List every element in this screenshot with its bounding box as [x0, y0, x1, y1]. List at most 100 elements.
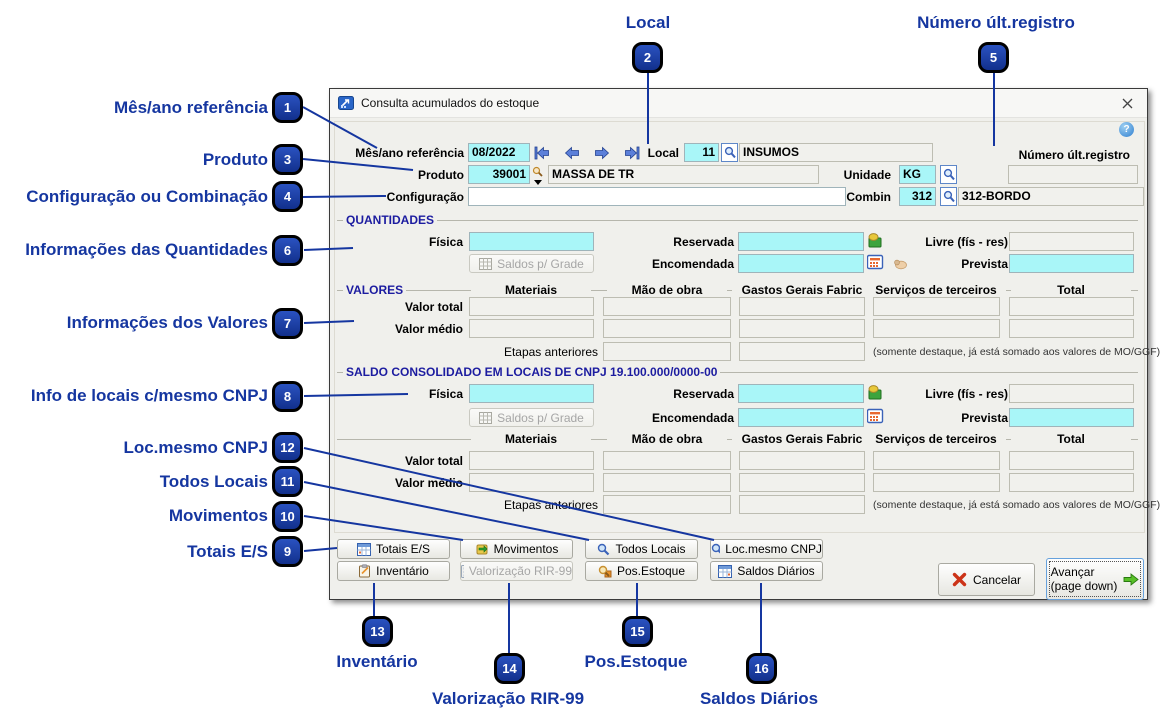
- valor-cell: [603, 473, 731, 492]
- gold-magnifier-icon: [598, 565, 612, 577]
- close-icon: [1122, 98, 1132, 109]
- valor-cell: [603, 319, 731, 338]
- valor-cell: [603, 342, 731, 361]
- unidade-field[interactable]: KG: [899, 165, 936, 184]
- col-total: Total: [1011, 433, 1131, 446]
- hand-icon: [894, 259, 907, 270]
- valores-note: (somente destaque, já está somado aos va…: [873, 346, 1161, 358]
- combin-code-field[interactable]: 312: [899, 187, 936, 206]
- saldos-grade-button: Saldos p/ Grade: [469, 254, 594, 273]
- mes-ano-label: Mês/ano referência: [355, 146, 464, 160]
- quantidades-group-label: QUANTIDADES: [343, 214, 438, 227]
- callout-label-1: Mês/ano referência: [113, 98, 268, 117]
- nav-next-button[interactable]: [594, 146, 610, 160]
- window-title: Consulta acumulados do estoque: [361, 96, 540, 110]
- valor-total-label: Valor total: [404, 300, 463, 314]
- prevista-label: Prevista: [961, 257, 1008, 271]
- callout-label-7: Informações dos Valores: [66, 313, 268, 332]
- prevista-consolidado-field[interactable]: [1009, 408, 1134, 427]
- valor-cell: [873, 473, 1000, 492]
- valorizacao-rir99-button: Valorização RIR-99: [460, 561, 573, 581]
- valor-cell: [739, 319, 865, 338]
- group-line: [337, 372, 1138, 373]
- valor-cell: [739, 297, 865, 316]
- loc-mesmo-cnpj-button[interactable]: Loc.mesmo CNPJ: [710, 539, 823, 559]
- calculator-icon: [867, 408, 884, 424]
- col-materiais: Materiais: [471, 433, 591, 446]
- combin-lookup-button[interactable]: [940, 187, 957, 206]
- valor-cell: [603, 451, 731, 470]
- produto-lookup-icon[interactable]: [532, 166, 544, 178]
- callout-badge-8: 8: [272, 381, 303, 412]
- group-line: [337, 220, 1138, 221]
- fisica-consolidado-field[interactable]: [469, 384, 594, 403]
- magnifier-icon: [724, 146, 736, 159]
- etapas-anteriores-label: Etapas anteriores: [503, 345, 598, 359]
- callout-badge-13: 13: [362, 616, 393, 647]
- reservada-field[interactable]: [738, 232, 864, 251]
- valor-total-label: Valor total: [404, 454, 463, 468]
- nav-first-button[interactable]: [534, 146, 550, 160]
- callout-label-2: Local: [625, 13, 671, 32]
- table-icon: [356, 542, 371, 556]
- callout-badge-11: 11: [272, 466, 303, 497]
- valor-cell: [873, 451, 1000, 470]
- nav-previous-button[interactable]: [564, 146, 580, 160]
- magnifier-icon: [943, 190, 955, 203]
- callout-label-15: Pos.Estoque: [584, 652, 688, 671]
- inventario-button[interactable]: Inventário: [337, 561, 450, 581]
- movimentos-button[interactable]: Movimentos: [460, 539, 573, 559]
- callout-label-16: Saldos Diários: [699, 689, 819, 708]
- num-ult-registro-label: Número últ.registro: [1018, 148, 1130, 162]
- callout-badge-12: 12: [272, 432, 303, 463]
- valor-cell: [469, 451, 594, 470]
- col-gastos-gerais: Gastos Gerais Fabric: [732, 433, 872, 446]
- pos-estoque-button[interactable]: Pos.Estoque: [585, 561, 698, 581]
- callout-label-9: Totais E/S: [187, 542, 268, 561]
- grid-icon: [479, 257, 493, 270]
- valor-cell: [469, 319, 594, 338]
- prevista-field[interactable]: [1009, 254, 1134, 273]
- nav-last-button[interactable]: [624, 146, 640, 160]
- produto-code-field[interactable]: 39001: [468, 165, 530, 184]
- unidade-lookup-button[interactable]: [940, 165, 957, 184]
- valor-cell: [469, 473, 594, 492]
- callout-label-11: Todos Locais: [159, 472, 268, 491]
- valor-medio-label: Valor médio: [394, 322, 463, 336]
- callout-badge-6: 6: [272, 235, 303, 266]
- magnifier-icon: [943, 168, 955, 181]
- help-icon[interactable]: ?: [1119, 122, 1134, 137]
- cancelar-button[interactable]: Cancelar: [938, 563, 1035, 596]
- magnifier-icon: [711, 543, 721, 554]
- callout-label-3: Produto: [202, 150, 268, 169]
- green-arrow-icon: [1123, 572, 1140, 586]
- close-button[interactable]: [1113, 94, 1141, 113]
- calculator-icon: [461, 564, 464, 578]
- combin-label: Combin: [846, 190, 891, 204]
- todos-locais-button[interactable]: Todos Locais: [585, 539, 698, 559]
- calculator-icon: [867, 254, 884, 270]
- produto-dropdown-icon[interactable]: [534, 180, 542, 189]
- callout-badge-2: 2: [632, 42, 663, 73]
- mes-ano-field[interactable]: 08/2022: [468, 143, 530, 162]
- configuracao-field[interactable]: [468, 187, 846, 206]
- magnifier-icon: [598, 543, 610, 555]
- callout-badge-7: 7: [272, 308, 303, 339]
- reservada-label: Reservada: [673, 387, 734, 401]
- saldos-grade-consolidado-button: Saldos p/ Grade: [469, 408, 594, 427]
- local-code-field[interactable]: 11: [684, 143, 719, 162]
- valor-cell: [1009, 319, 1134, 338]
- reservada-consolidado-field[interactable]: [738, 384, 864, 403]
- local-lookup-button[interactable]: [721, 143, 738, 162]
- encomendada-consolidado-field[interactable]: [738, 408, 864, 427]
- totais-es-button[interactable]: Totais E/S: [337, 539, 450, 559]
- col-mao-de-obra: Mão de obra: [607, 284, 727, 297]
- encomendada-field[interactable]: [738, 254, 864, 273]
- saldos-diarios-button[interactable]: Saldos Diários: [710, 561, 823, 581]
- col-mao-de-obra: Mão de obra: [607, 433, 727, 446]
- fisica-label: Física: [428, 387, 463, 401]
- avancar-button[interactable]: Avançar (page down): [1046, 558, 1144, 600]
- valor-cell: [739, 451, 865, 470]
- fisica-field[interactable]: [469, 232, 594, 251]
